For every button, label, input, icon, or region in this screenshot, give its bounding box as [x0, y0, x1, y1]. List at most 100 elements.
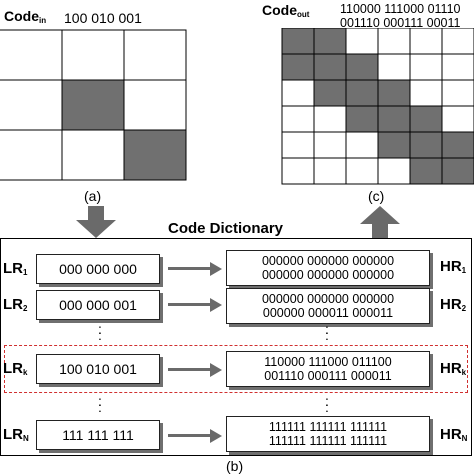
lr-box-1: 000 000 000: [36, 254, 160, 284]
lr-code-1: 000 000 000: [59, 261, 137, 277]
lr-box-2: 000 000 001: [36, 290, 160, 320]
code-in-label: Codein: [4, 8, 46, 25]
lr-code-n: 111 111 111: [62, 427, 134, 443]
code-out-subscript: out: [297, 10, 310, 19]
output-grid-cell-5-3: [377, 157, 411, 185]
output-grid-cell-4-5: [441, 131, 474, 159]
output-grid-cell-2-4: [409, 79, 443, 107]
output-grid-cell-5-5: [441, 157, 474, 185]
ellipsis-hr-2: ::: [325, 393, 329, 415]
input-grid-cell-0-2: [123, 29, 187, 81]
ellipsis-lr-1: ::: [98, 321, 102, 343]
input-grid-cell-1-1: [61, 79, 125, 131]
up-arrow: [360, 206, 400, 238]
hr-code-2-line1: 000000 000000 000000: [261, 292, 395, 306]
input-grid-cell-0-1: [61, 29, 125, 81]
hr-code-k-line1: 110000 111000 011100: [264, 355, 392, 369]
lr-box-k: 100 010 001: [36, 354, 160, 384]
output-grid-cell-2-1: [313, 79, 347, 107]
input-grid: [0, 29, 187, 181]
row-arrow-k-line: [168, 368, 212, 371]
output-grid-cell-1-5: [441, 53, 474, 81]
output-grid-cell-4-0: [281, 131, 315, 159]
code-in-value: 100 010 001: [64, 10, 142, 26]
hr-label-k: HRk: [440, 360, 467, 377]
hr-code-n-line2: 111111 111111 111111: [268, 434, 388, 448]
hr-code-2-line2: 000000 000011 000011: [262, 306, 394, 320]
output-grid-cell-5-1: [313, 157, 347, 185]
hr-code-1-line1: 000000 000000 000000: [261, 254, 395, 268]
output-grid-cell-0-2: [345, 28, 379, 55]
output-grid-cell-0-4: [409, 28, 443, 55]
input-grid-cell-2-0: [0, 129, 63, 181]
output-grid-cell-1-1: [313, 53, 347, 81]
output-grid-cell-5-0: [281, 157, 315, 185]
input-grid-cell-2-2: [123, 129, 187, 181]
row-arrow-n-head: [210, 429, 222, 443]
down-arrow: [76, 206, 116, 238]
row-arrow-2-line: [168, 303, 212, 306]
output-grid-cell-1-0: [281, 53, 315, 81]
code-out-label: Codeout: [262, 2, 309, 19]
output-grid-cell-5-4: [409, 157, 443, 185]
output-grid-cell-3-2: [345, 105, 379, 133]
code-in-subscript: in: [39, 16, 47, 25]
row-arrow-1-head: [210, 262, 222, 276]
hr-code-n-line1: 111111 111111 111111: [268, 420, 388, 434]
hr-label-2: HR2: [440, 296, 467, 313]
code-out-row2: 001110 000111 00011: [340, 16, 461, 30]
output-grid-cell-2-5: [441, 79, 474, 107]
input-grid-cell-0-0: [0, 29, 63, 81]
output-grid-cell-3-5: [441, 105, 474, 133]
lr-label-1: LR1: [3, 260, 28, 277]
input-grid-cell-1-2: [123, 79, 187, 131]
hr-code-k-line2: 001110 000111 000011: [264, 369, 392, 383]
output-grid-cell-3-3: [377, 105, 411, 133]
output-grid-cell-0-1: [313, 28, 347, 55]
output-grid-cell-1-4: [409, 53, 443, 81]
output-grid-cell-1-3: [377, 53, 411, 81]
lr-label-k: LRk: [3, 360, 28, 377]
output-grid-cell-2-3: [377, 79, 411, 107]
output-grid-cell-5-2: [345, 157, 379, 185]
ellipsis-hr-1: ::: [325, 321, 329, 343]
lr-box-n: 111 111 111: [36, 420, 160, 450]
row-arrow-n-line: [168, 434, 212, 437]
output-grid-cell-4-4: [409, 131, 443, 159]
dictionary-frame: [0, 238, 472, 456]
input-grid-cell-2-1: [61, 129, 125, 181]
hr-label-1: HR1: [440, 258, 467, 275]
panel-label-a: (a): [84, 188, 102, 204]
row-arrow-k-head: [210, 363, 222, 377]
output-grid-cell-2-0: [281, 79, 315, 107]
lr-code-k: 100 010 001: [59, 361, 137, 377]
output-grid-cell-4-2: [345, 131, 379, 159]
output-grid-cell-2-2: [345, 79, 379, 107]
panel-label-c: (c): [368, 188, 385, 204]
highlight-row-k: [4, 345, 468, 393]
code-out-row1: 110000 111000 01110: [340, 2, 461, 16]
output-grid: [281, 28, 474, 185]
lr-label-n: LRN: [3, 426, 29, 443]
code-out-text: Code: [262, 2, 297, 18]
output-grid-cell-4-3: [377, 131, 411, 159]
hr-label-n: HRN: [440, 426, 468, 443]
lr-code-2: 000 000 001: [59, 297, 137, 313]
code-in-text: Code: [4, 8, 39, 24]
dictionary-title: Code Dictionary: [168, 220, 284, 237]
row-arrow-2-head: [210, 298, 222, 312]
output-grid-cell-4-1: [313, 131, 347, 159]
panel-label-b: (b): [226, 458, 244, 474]
lr-label-2: LR2: [3, 296, 28, 313]
output-grid-cell-3-1: [313, 105, 347, 133]
output-grid-cell-1-2: [345, 53, 379, 81]
ellipsis-lr-2: ::: [98, 393, 102, 415]
output-grid-cell-0-5: [441, 28, 474, 55]
input-grid-cell-1-0: [0, 79, 63, 131]
output-grid-cell-0-0: [281, 28, 315, 55]
output-grid-cell-3-0: [281, 105, 315, 133]
